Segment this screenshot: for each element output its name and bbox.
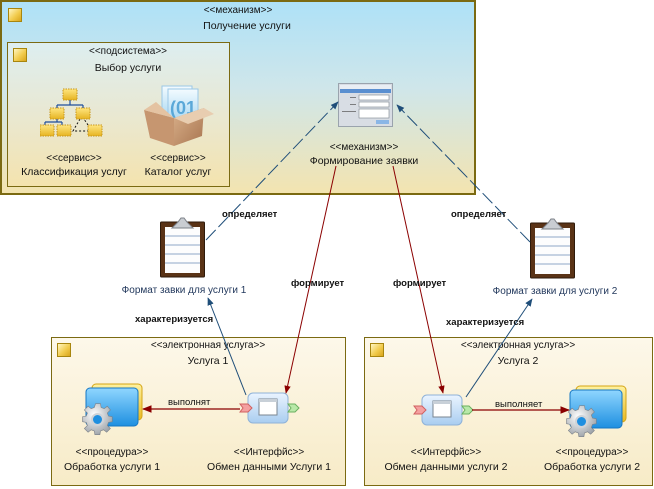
procedure-name-2: Обработка услуги 2 xyxy=(543,461,641,473)
interface-icon[interactable] xyxy=(238,391,300,427)
clipboard-icon[interactable] xyxy=(530,217,576,279)
package-icon xyxy=(57,343,71,357)
hierarchy-icon[interactable] xyxy=(40,88,106,140)
form-mechanism-name: Формирование заявки xyxy=(309,155,419,167)
procedure-gear-icon[interactable] xyxy=(562,384,628,440)
interface-icon[interactable] xyxy=(412,393,474,429)
e-service-stereotype: <<электронная услуга>> xyxy=(460,340,576,351)
package-icon xyxy=(8,8,22,22)
interface-name-2: Обмен данными услуги 2 xyxy=(384,461,508,473)
service-stereotype: <<сервис>> xyxy=(46,153,102,164)
subsystem-stereotype: <<подсистема>> xyxy=(88,46,168,57)
edge-label-performs-2: выполняет xyxy=(495,399,543,410)
e-service-stereotype: <<электронная услуга>> xyxy=(150,340,266,351)
edge-label-characterizes-2: характеризуется xyxy=(446,317,525,328)
interface-name-1: Обмен данными Услуги 1 xyxy=(207,461,331,473)
form-window-icon[interactable] xyxy=(338,83,394,128)
e-service-name-2: Услуга 2 xyxy=(497,355,539,367)
subsystem-title: Выбор услуги xyxy=(94,62,162,74)
form-mechanism-stereotype: <<механизм>> xyxy=(329,142,399,153)
mechanism-stereotype: <<механизм>> xyxy=(203,5,273,16)
mechanism-title: Получение услуги xyxy=(203,20,291,32)
procedure-stereotype: <<процедура>> xyxy=(75,447,149,458)
service-stereotype: <<сервис>> xyxy=(150,153,206,164)
interface-stereotype: <<Интерфйс>> xyxy=(410,447,482,458)
edge-label-performs-1: выполнят xyxy=(168,397,211,408)
catalog-box-icon[interactable]: (01 xyxy=(138,84,218,148)
package-icon xyxy=(370,343,384,357)
clipboard-icon[interactable] xyxy=(160,216,206,278)
procedure-gear-icon[interactable] xyxy=(78,382,144,438)
procedure-stereotype: <<процедура>> xyxy=(555,447,629,458)
edge-label-defines-2: определяет xyxy=(451,209,507,220)
service-name-classification: Классификация услуг xyxy=(21,166,127,178)
procedure-name-1: Обработка услуги 1 xyxy=(63,461,161,473)
format-name-2: Формат завки для услуги 2 xyxy=(492,286,618,297)
e-service-name-1: Услуга 1 xyxy=(187,355,229,367)
edge-label-forms-1: формирует xyxy=(291,278,345,289)
format-name-1: Формат завки для услуги 1 xyxy=(121,285,247,296)
package-icon xyxy=(13,48,27,62)
edge-label-characterizes-1: характеризуется xyxy=(135,314,214,325)
edge-label-forms-2: формирует xyxy=(393,278,447,289)
service-name-catalog: Каталог услуг xyxy=(144,166,212,178)
edge-label-defines-1: определяет xyxy=(222,209,278,220)
interface-stereotype: <<Интерфйс>> xyxy=(233,447,305,458)
